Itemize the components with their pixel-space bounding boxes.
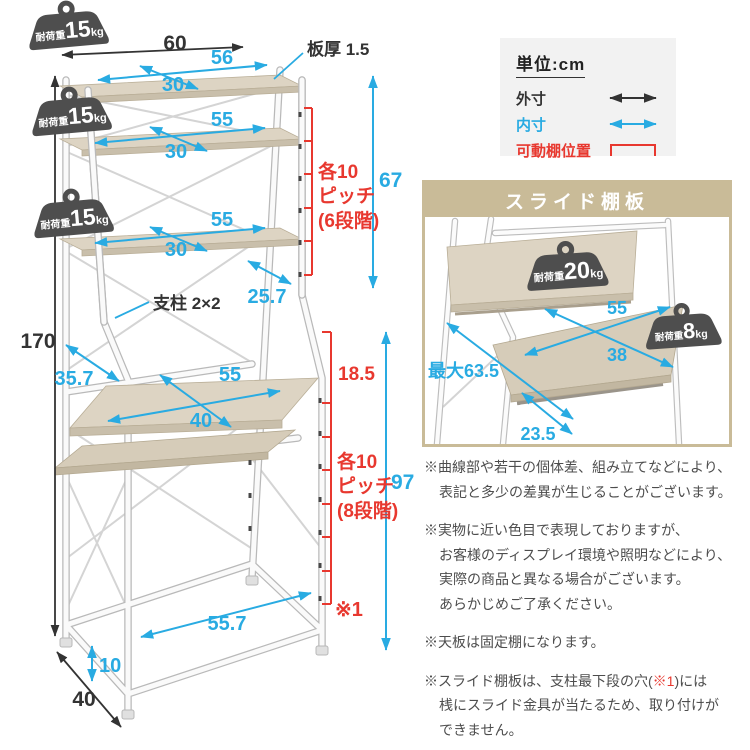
note-item-3: ※天板は固定棚になります。 bbox=[424, 630, 748, 655]
load-badge-15kg-3: 耐荷重15kg bbox=[34, 188, 114, 239]
label-pitch8-2: ピッチ bbox=[337, 475, 394, 497]
load-badge-15kg-2: 耐荷重15kg bbox=[32, 86, 112, 137]
dim-outer-height: 170 bbox=[20, 330, 55, 353]
inset-dimension-labels: 55 38 最大63.5 23.5 bbox=[428, 298, 627, 444]
note-line: ※天板は固定棚になります。 bbox=[424, 634, 605, 650]
label-board-thickness: 板厚 1.5 bbox=[307, 39, 369, 59]
dim-lower-height: 97 bbox=[391, 471, 414, 494]
inset-slide-shelf bbox=[492, 304, 684, 406]
note-line: ※曲線部や若干の個体差、組み立てなどにより、 bbox=[424, 459, 732, 475]
rack-dimension-drawing: 60 170 40 56 30 55 30 55 30 67 25.7 35.7… bbox=[20, 0, 414, 728]
cross-braces bbox=[66, 86, 322, 609]
svg-text:耐荷重15kg: 耐荷重15kg bbox=[39, 202, 109, 234]
note-line: ※実物に近い色目で表現しておりますが、 bbox=[424, 522, 689, 538]
blue-arrow-icon bbox=[609, 119, 657, 129]
label-post: 支柱 2×2 bbox=[153, 293, 221, 313]
note-line: ※スライド棚板は、支柱最下段の穴(※1)には bbox=[424, 672, 708, 689]
label-pitch8-1: 各10 bbox=[336, 450, 377, 473]
note-line: 桟にスライド金具が当たるため、取り付けが bbox=[439, 697, 719, 713]
dim-shelf2-depth: 30 bbox=[165, 141, 187, 163]
label-pitch8-3: (8段階) bbox=[337, 499, 398, 522]
legend-inner-label: 内寸 bbox=[516, 116, 547, 134]
note-line: 表記と多少の差異が生じることがございます。 bbox=[439, 483, 732, 500]
note-line: お客様のディスプレイ環境や照明などにより、 bbox=[439, 546, 732, 563]
label-clearance: 18.5 bbox=[338, 364, 375, 385]
load-badge-15kg-1: 耐荷重15kg bbox=[29, 0, 109, 51]
label-pitch6-2: ピッチ bbox=[318, 185, 375, 207]
label-pitch6-1: 各10 bbox=[317, 160, 358, 183]
dim-desk-depth: 40 bbox=[190, 410, 212, 432]
dim-shelf2-width: 55 bbox=[211, 109, 233, 131]
dim-outer-depth: 40 bbox=[72, 688, 95, 711]
red-bracket-icon bbox=[610, 144, 656, 156]
dim-shelf3-width: 55 bbox=[211, 209, 233, 231]
legend-movable-label: 可動棚位置 bbox=[516, 142, 592, 160]
dim-diag-gap: 25.7 bbox=[248, 286, 287, 308]
pitch-holes bbox=[248, 112, 322, 601]
note-red-ref: ※1 bbox=[652, 672, 675, 689]
dim-desk-width: 55 bbox=[219, 364, 241, 386]
inset-dim-max: 最大63.5 bbox=[428, 360, 499, 381]
dim-leg-height: 10 bbox=[99, 655, 121, 677]
dim-top-width: 56 bbox=[211, 47, 233, 69]
load-badge-20kg: 耐荷重20kg bbox=[527, 240, 609, 291]
svg-text:耐荷重15kg: 耐荷重15kg bbox=[37, 100, 107, 132]
legend-box: 単位:cm 外寸 内寸 可動棚位置 bbox=[500, 38, 676, 160]
label-note-ref: ※1 bbox=[335, 599, 363, 621]
outer-dimension-arrows bbox=[50, 43, 244, 728]
black-arrow-icon bbox=[609, 93, 657, 103]
dim-shelf3-depth: 30 bbox=[165, 239, 187, 261]
dimension-labels: 60 170 40 56 30 55 30 55 30 67 25.7 35.7… bbox=[20, 32, 414, 711]
movable-shelf-brackets bbox=[304, 107, 332, 605]
desk-and-slide-board bbox=[53, 377, 319, 476]
dim-top-depth: 30 bbox=[162, 74, 184, 96]
inset-dim-width: 55 bbox=[607, 298, 627, 318]
inset-dim-slide: 23.5 bbox=[520, 424, 555, 444]
svg-text:耐荷重20kg: 耐荷重20kg bbox=[533, 256, 605, 287]
slide-shelf-drawing: 55 38 最大63.5 23.5 耐荷重20kg 耐荷重8kg bbox=[428, 215, 722, 448]
dim-outer-width: 60 bbox=[163, 32, 186, 55]
legend-outer-label: 外寸 bbox=[516, 90, 547, 108]
svg-text:耐荷重15kg: 耐荷重15kg bbox=[34, 14, 104, 46]
note-item-2: ※実物に近い色目で表現しておりますが、 お客様のディスプレイ環境や照明などにより… bbox=[424, 518, 748, 616]
slide-shelf-inset: スライド棚板 bbox=[422, 180, 732, 448]
notes: ※曲線部や若干の個体差、組み立てなどにより、 表記と多少の差異が生じることがござ… bbox=[424, 455, 748, 750]
inner-dimension-arrows bbox=[65, 52, 391, 682]
note-item-4: ※スライド棚板は、支柱最下段の穴(※1)には 桟にスライド金具が当たるため、取り… bbox=[424, 669, 748, 743]
dim-bottom-width: 55.7 bbox=[208, 613, 247, 635]
svg-text:耐荷重8kg: 耐荷重8kg bbox=[654, 317, 708, 346]
inset-dimension-arrows bbox=[446, 306, 674, 435]
inset-dim-depth: 38 bbox=[607, 345, 627, 365]
note-item-1: ※曲線部や若干の個体差、組み立てなどにより、 表記と多少の差異が生じることがござ… bbox=[424, 455, 748, 504]
note-line: 実際の商品と異なる場合がございます。 bbox=[439, 571, 690, 587]
dim-upper-height: 67 bbox=[379, 169, 402, 192]
label-pitch6-3: (6段階) bbox=[318, 209, 379, 232]
dim-desk-overhang: 35.7 bbox=[55, 368, 94, 390]
inset-title: スライド棚板 bbox=[425, 183, 729, 217]
load-badge-8kg: 耐荷重8kg bbox=[646, 303, 722, 350]
note-line: できません。 bbox=[439, 721, 523, 738]
legend-unit: 単位:cm bbox=[516, 50, 586, 78]
note-line: あらかじめご了承ください。 bbox=[439, 595, 621, 612]
adjustable-feet bbox=[59, 575, 329, 720]
